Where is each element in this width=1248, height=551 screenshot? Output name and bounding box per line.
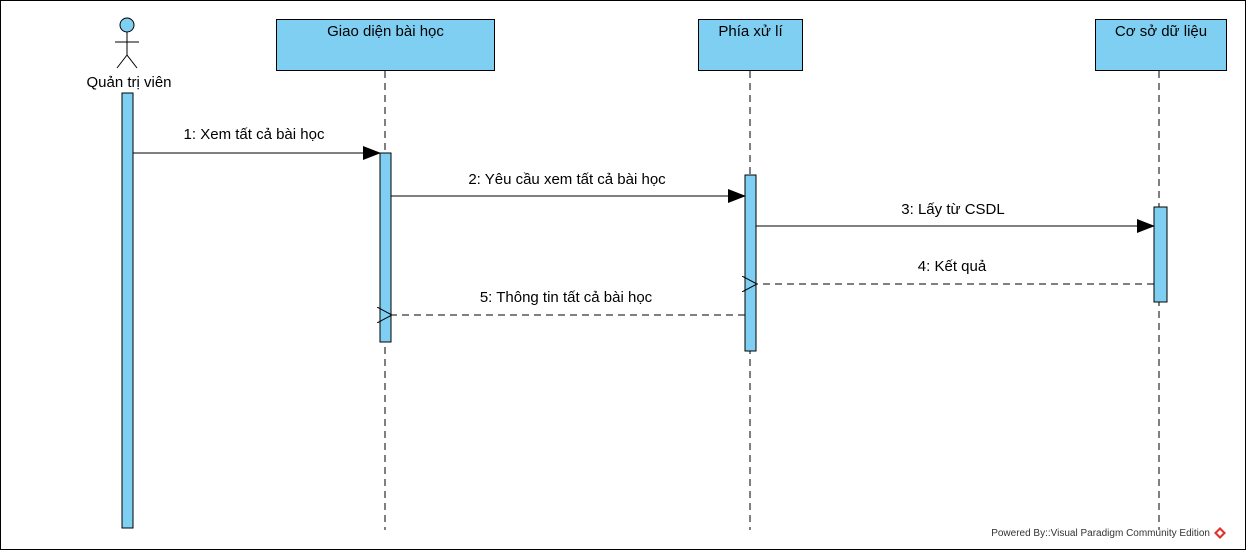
message-3-label: 3: Lấy từ CSDL [901, 201, 1005, 218]
lifeline-db-header[interactable]: Cơ sở dữ liệu [1095, 19, 1227, 71]
message-2-label: 2: Yêu cầu xem tất cả bài học [468, 171, 666, 188]
lifeline-proc-label: Phía xử lí [718, 23, 783, 40]
lifeline-proc-header[interactable]: Phía xử lí [698, 19, 803, 71]
powered-by-footer: Powered By::Visual Paradigm Community Ed… [991, 527, 1226, 539]
db-activation-bar [1153, 206, 1168, 303]
actor-activation-bar [121, 92, 134, 529]
lifeline-ui-header[interactable]: Giao diện bài học [276, 19, 495, 71]
ui-activation-bar [379, 152, 392, 343]
actor-icon [115, 17, 139, 69]
actor-label: Quản trị viên [86, 74, 172, 91]
message-4-label: 4: Kết quả [917, 258, 987, 275]
lifeline-db-label: Cơ sở dữ liệu [1114, 23, 1208, 40]
lifeline-ui-label: Giao diện bài học [327, 23, 444, 40]
message-5-label: 5: Thông tin tất cả bài học [479, 289, 653, 306]
message-1-label: 1: Xem tất cả bài học [183, 126, 325, 143]
visual-paradigm-logo-icon [1214, 527, 1226, 539]
proc-activation-bar [744, 174, 757, 352]
powered-by-text: Powered By::Visual Paradigm Community Ed… [991, 527, 1210, 539]
